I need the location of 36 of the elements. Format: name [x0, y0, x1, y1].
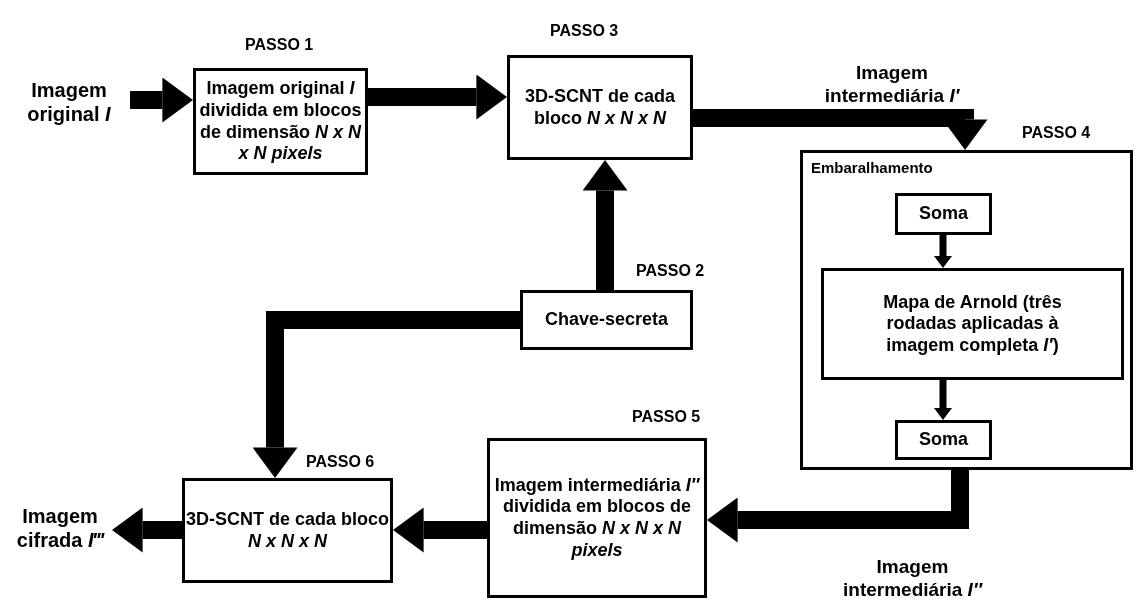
process-box — [487, 438, 707, 598]
group-title: Embaralhamento — [811, 159, 933, 176]
box-text: Chave-secreta — [544, 309, 669, 331]
step-label: PASSO 6 — [306, 453, 375, 471]
box-text: Imagem original I dividida em blocos de dimensão N x N x N pixels — [198, 78, 363, 165]
arrow — [252, 311, 520, 478]
process-box — [182, 478, 393, 583]
box-text: 3D-SCNT de cada bloco N x N x N — [185, 508, 390, 553]
step-label: PASSO 1 — [245, 36, 314, 54]
process-box — [193, 68, 368, 175]
box-text: Soma — [919, 203, 968, 225]
step-label: PASSO 3 — [550, 22, 619, 40]
box-text: Mapa de Arnold (três rodadas aplicadas à imagem completa I′) — [882, 291, 1063, 357]
arrow — [112, 507, 182, 553]
arrow — [693, 109, 988, 150]
step-label: PASSO 2 — [636, 262, 705, 280]
process-box — [507, 55, 693, 160]
arrow — [130, 77, 193, 123]
arrow — [934, 380, 952, 420]
arrow — [393, 507, 487, 553]
step-label: PASSO 5 — [632, 408, 701, 426]
process-box — [520, 290, 693, 350]
arrow — [582, 160, 628, 290]
box-text: Soma — [919, 429, 968, 451]
box-text: Imagem intermediária I″ dividida em blocos de dimensão N x N x N pixels — [493, 474, 701, 562]
process-box — [895, 193, 992, 235]
arrow — [707, 470, 969, 543]
box-text: 3D-SCNT de cada bloco N x N x N — [523, 85, 676, 130]
process-box — [821, 268, 1124, 380]
box-text: Imagem original I — [26, 78, 112, 126]
arrow — [934, 235, 952, 268]
group-box — [800, 150, 1133, 470]
process-box — [895, 420, 992, 460]
step-label: PASSO 4 — [1022, 124, 1091, 142]
box-text: Imagem cifrada I‴ — [15, 504, 106, 552]
arrow — [368, 74, 507, 120]
